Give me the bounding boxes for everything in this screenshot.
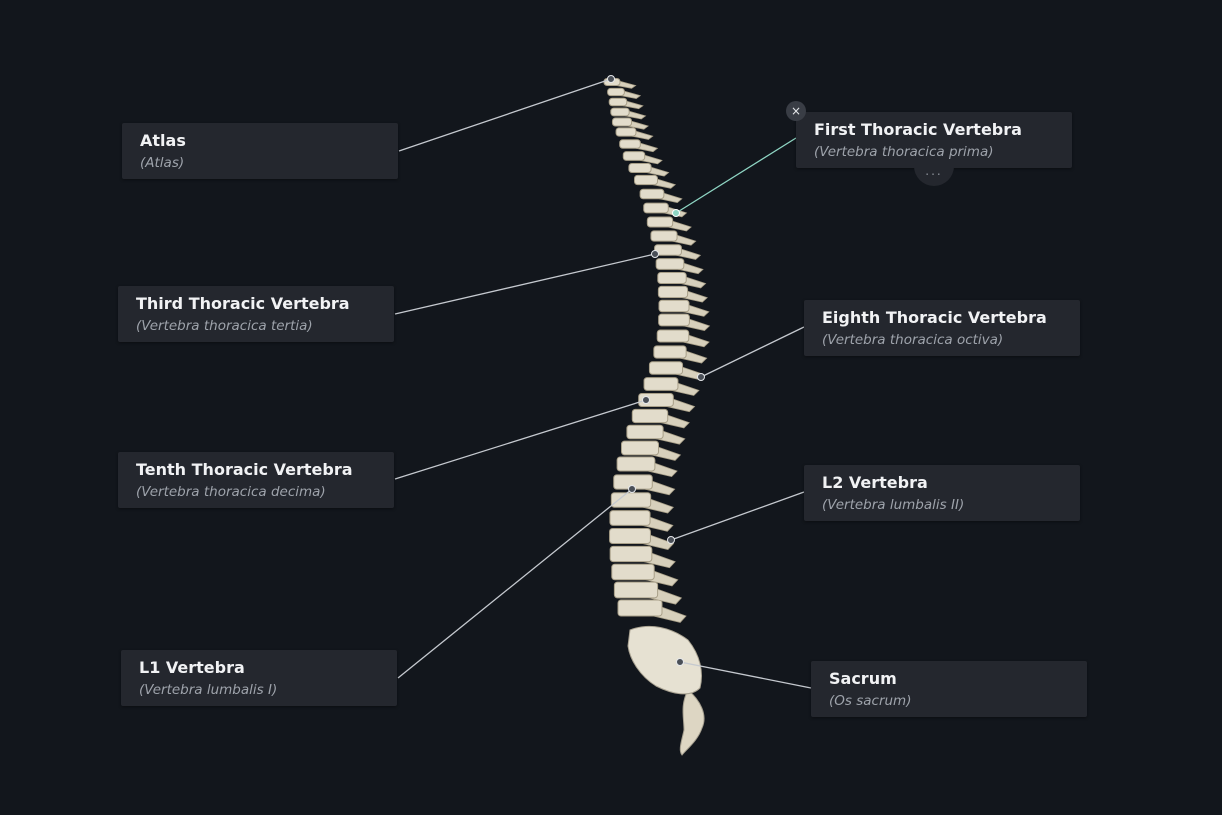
leader-l1-pin[interactable]: [629, 486, 636, 493]
label-latin-name: (Vertebra thoracica tertia): [136, 317, 376, 336]
leader-l2-pin[interactable]: [668, 537, 675, 544]
vertebra[interactable]: [651, 231, 696, 245]
label-title: Sacrum: [829, 669, 1069, 689]
leader-eighth-thoracic-pin[interactable]: [698, 374, 705, 381]
leader-first-thoracic-line: [676, 138, 796, 213]
leader-atlas-pin[interactable]: [608, 76, 615, 83]
vertebra[interactable]: [629, 164, 669, 177]
vertebra[interactable]: [654, 346, 707, 363]
vertebra[interactable]: [657, 330, 709, 347]
vertebra[interactable]: [649, 362, 703, 380]
close-icon[interactable]: ×: [786, 101, 806, 121]
vertebra[interactable]: [635, 175, 676, 188]
label-latin-name: (Os sacrum): [829, 692, 1069, 711]
vertebra[interactable]: [647, 217, 691, 231]
vertebra[interactable]: [608, 88, 641, 98]
vertebra[interactable]: [659, 314, 710, 330]
vertebra[interactable]: [656, 259, 703, 274]
leader-first-thoracic-pin[interactable]: [673, 210, 680, 217]
vertebra[interactable]: [640, 189, 682, 202]
leader-l2-line: [671, 492, 804, 540]
label-latin-name: (Atlas): [140, 154, 380, 173]
leader-tenth-thoracic-line: [395, 400, 646, 479]
label-latin-name: (Vertebra lumbalis I): [139, 681, 379, 700]
vertebra[interactable]: [611, 108, 646, 119]
label-latin-name: (Vertebra thoracica decima): [136, 483, 376, 502]
vertebra[interactable]: [623, 152, 662, 164]
vertebra[interactable]: [655, 245, 701, 260]
leader-tenth-thoracic-pin[interactable]: [643, 397, 650, 404]
label-title: Tenth Thoracic Vertebra: [136, 460, 376, 480]
label-latin-name: (Vertebra thoracica octiva): [822, 331, 1062, 350]
label-eighth-thoracic-vertebra[interactable]: Eighth Thoracic Vertebra (Vertebra thora…: [804, 300, 1080, 356]
vertebra[interactable]: [616, 128, 653, 140]
label-third-thoracic-vertebra[interactable]: Third Thoracic Vertebra (Vertebra thorac…: [118, 286, 394, 342]
leader-atlas-line: [399, 79, 611, 151]
label-latin-name: (Vertebra lumbalis II): [822, 496, 1062, 515]
vertebra[interactable]: [617, 457, 677, 477]
sacrum-bone[interactable]: [628, 626, 702, 694]
vertebral-column[interactable]: [604, 79, 709, 756]
leader-third-thoracic-line: [395, 254, 655, 314]
label-title: L1 Vertebra: [139, 658, 379, 678]
label-sacrum[interactable]: Sacrum (Os sacrum): [811, 661, 1087, 717]
vertebra[interactable]: [611, 493, 673, 513]
label-l2-vertebra[interactable]: L2 Vertebra (Vertebra lumbalis II): [804, 465, 1080, 521]
label-l1-vertebra[interactable]: L1 Vertebra (Vertebra lumbalis I): [121, 650, 397, 706]
leader-eighth-thoracic-line: [701, 327, 804, 377]
vertebra[interactable]: [658, 273, 706, 288]
vertebra[interactable]: [620, 140, 658, 152]
leader-sacrum-pin[interactable]: [677, 659, 684, 666]
label-title: Atlas: [140, 131, 380, 151]
vertebra[interactable]: [609, 98, 643, 109]
label-title: Eighth Thoracic Vertebra: [822, 308, 1062, 328]
vertebra[interactable]: [614, 475, 675, 495]
leader-l1-line: [398, 489, 632, 678]
coccyx[interactable]: [680, 690, 704, 755]
label-tenth-thoracic-vertebra[interactable]: Tenth Thoracic Vertebra (Vertebra thorac…: [118, 452, 394, 508]
label-title: First Thoracic Vertebra: [814, 120, 1054, 140]
leader-third-thoracic-pin[interactable]: [652, 251, 659, 258]
label-title: L2 Vertebra: [822, 473, 1062, 493]
vertebra[interactable]: [644, 378, 699, 396]
label-title: Third Thoracic Vertebra: [136, 294, 376, 314]
label-atlas[interactable]: Atlas (Atlas): [122, 123, 398, 179]
